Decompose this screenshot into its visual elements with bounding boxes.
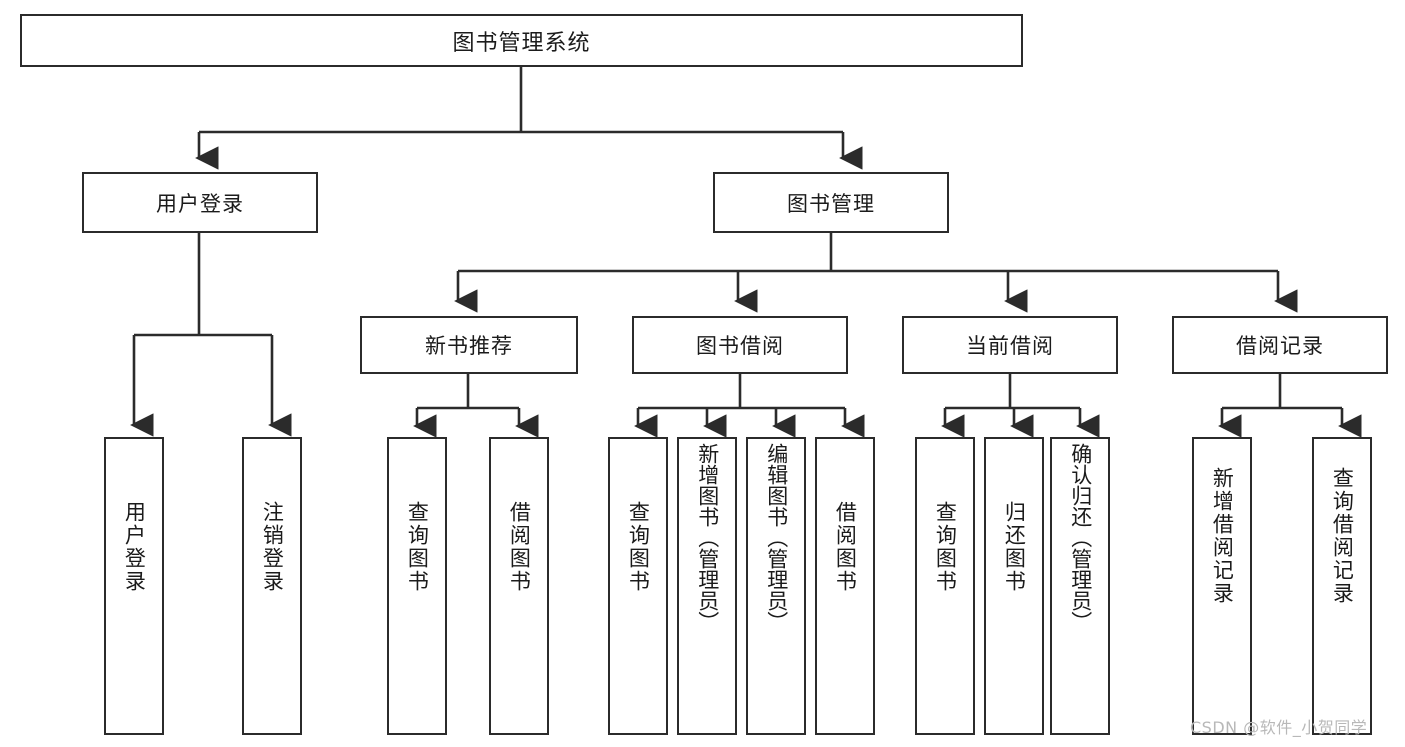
leaf-query-book-1-label: 查询图书 xyxy=(405,501,430,593)
leaf-query-book-1[interactable]: 查询图书 xyxy=(387,437,447,735)
leaf-add-record[interactable]: 新增借阅记录 xyxy=(1192,437,1252,735)
node-current-borrow[interactable]: 当前借阅 xyxy=(902,316,1118,374)
leaf-user-logout[interactable]: 注销登录 xyxy=(242,437,302,735)
leaf-add-book[interactable]: 新增图书（管理员） xyxy=(677,437,737,735)
leaf-query-book-3-label: 查询图书 xyxy=(933,501,958,593)
node-current-borrow-label: 当前借阅 xyxy=(966,334,1054,358)
leaf-user-logout-label: 注销登录 xyxy=(260,501,285,593)
leaf-return-book-label: 归还图书 xyxy=(1002,501,1027,593)
leaf-borrow-book-2[interactable]: 借阅图书 xyxy=(815,437,875,735)
node-book-borrow[interactable]: 图书借阅 xyxy=(632,316,848,374)
leaf-add-record-label: 新增借阅记录 xyxy=(1210,467,1235,605)
leaf-confirm-return[interactable]: 确认归还（管理员） xyxy=(1050,437,1110,735)
leaf-query-record[interactable]: 查询借阅记录 xyxy=(1312,437,1372,735)
leaf-user-login-label: 用户登录 xyxy=(122,501,147,593)
leaf-return-book[interactable]: 归还图书 xyxy=(984,437,1044,735)
node-user-login-label: 用户登录 xyxy=(156,191,244,216)
node-book-management-label: 图书管理 xyxy=(787,191,875,216)
csdn-watermark: CSDN @软件_小贺同学 xyxy=(1190,718,1368,737)
node-user-login[interactable]: 用户登录 xyxy=(82,172,318,233)
node-new-book-recommend-label: 新书推荐 xyxy=(425,334,513,358)
leaf-borrow-book-2-label: 借阅图书 xyxy=(833,501,858,593)
leaf-add-book-label: 新增图书（管理员） xyxy=(695,443,720,632)
leaf-query-book-2[interactable]: 查询图书 xyxy=(608,437,668,735)
leaf-query-record-label: 查询借阅记录 xyxy=(1330,467,1355,605)
leaf-query-book-3[interactable]: 查询图书 xyxy=(915,437,975,735)
leaf-edit-book[interactable]: 编辑图书（管理员） xyxy=(746,437,806,735)
leaf-borrow-book-1-label: 借阅图书 xyxy=(507,501,532,593)
leaf-query-book-2-label: 查询图书 xyxy=(626,501,651,593)
leaf-confirm-return-label: 确认归还（管理员） xyxy=(1068,443,1093,632)
node-root[interactable]: 图书管理系统 xyxy=(20,14,1023,67)
leaf-borrow-book-1[interactable]: 借阅图书 xyxy=(489,437,549,735)
node-root-label: 图书管理系统 xyxy=(452,30,591,56)
leaf-user-login[interactable]: 用户登录 xyxy=(104,437,164,735)
node-borrow-record-label: 借阅记录 xyxy=(1236,334,1324,358)
node-borrow-record[interactable]: 借阅记录 xyxy=(1172,316,1388,374)
node-new-book-recommend[interactable]: 新书推荐 xyxy=(360,316,578,374)
node-book-borrow-label: 图书借阅 xyxy=(696,334,784,358)
node-book-management[interactable]: 图书管理 xyxy=(713,172,949,233)
leaf-edit-book-label: 编辑图书（管理员） xyxy=(764,443,789,632)
